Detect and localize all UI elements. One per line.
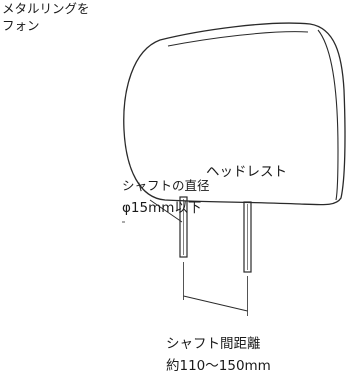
headrest-label: ヘッドレスト — [206, 164, 287, 180]
spacing-dimension-line — [183, 295, 248, 312]
shaft-diameter-line2: φ15mm以下 — [122, 200, 201, 216]
shaft-diameter-line1: シャフトの直径 — [122, 178, 210, 193]
diameter-leader-line — [149, 199, 183, 223]
top-note-line1: メタルリングを — [2, 1, 90, 16]
headrest-body — [123, 22, 346, 206]
top-note-line2: フォン — [2, 18, 40, 33]
shaft-spacing-line1: シャフト間距離 — [166, 336, 261, 352]
right-shaft — [243, 201, 252, 273]
shaft-spacing-line2: 約110〜150mm — [166, 358, 271, 374]
left-shaft — [179, 196, 188, 258]
headrest-top-contour — [167, 31, 309, 47]
headrest-side-edge — [317, 29, 339, 201]
